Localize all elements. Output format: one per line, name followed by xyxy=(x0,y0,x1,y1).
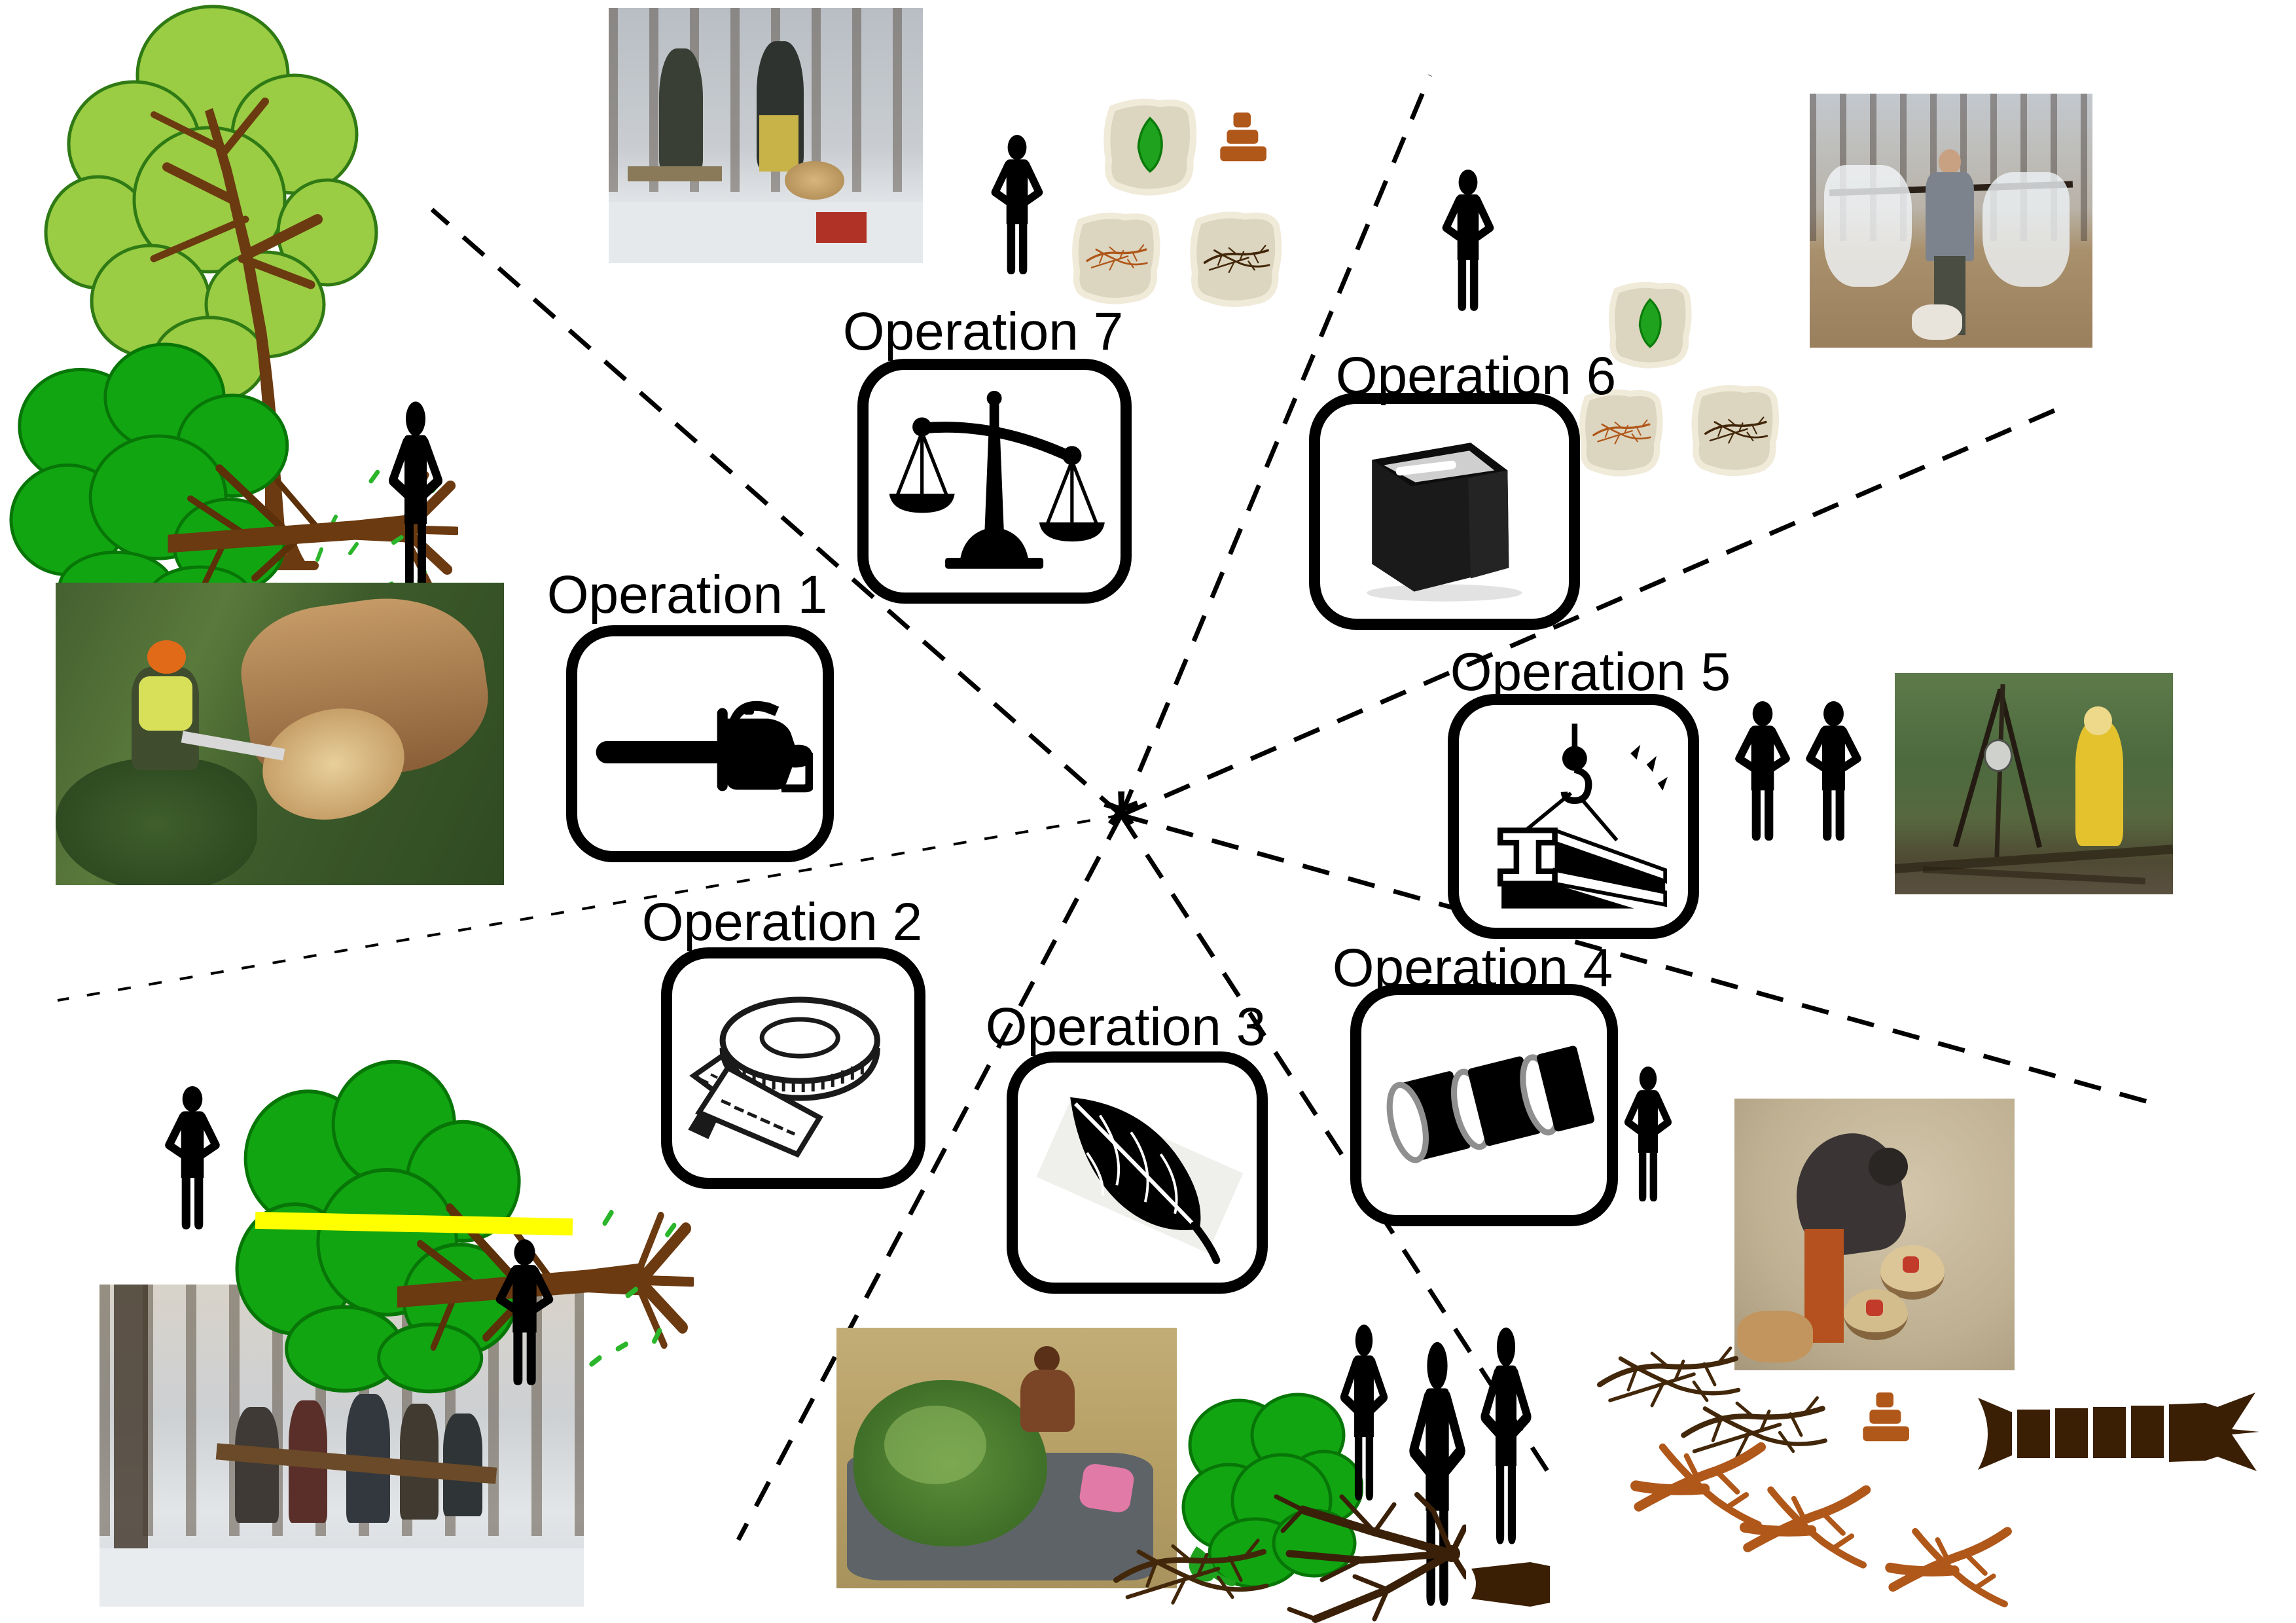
snow-ground xyxy=(99,1548,584,1607)
shopping-bag-icon xyxy=(1367,443,1522,602)
worker-silhouette xyxy=(1475,1326,1537,1552)
wood-disc-stack xyxy=(784,161,844,200)
sector-divider-line xyxy=(1119,814,1558,1486)
balance-scale-icon xyxy=(889,390,1105,569)
worker-pants-yellow xyxy=(759,115,799,172)
red-crate xyxy=(816,212,867,243)
plastic-bags xyxy=(1823,164,1912,287)
photo-carrying-sample-bags xyxy=(1810,94,2092,348)
crossed-branches-clipart xyxy=(1725,1478,1886,1577)
worker-hair xyxy=(1869,1147,1909,1186)
sector-divider-line xyxy=(1120,403,2066,818)
operation-1-label: Operation 1 xyxy=(547,565,828,625)
wood-billet-stack-clipart xyxy=(1859,1374,1912,1460)
sample-bag-twigs-clipart xyxy=(1070,206,1162,310)
hanging-scale xyxy=(1984,739,2013,773)
bench xyxy=(627,166,722,182)
twig-pile-clipart xyxy=(1105,1524,1275,1619)
pink-bag xyxy=(1078,1462,1136,1514)
hoisted-beam-icon xyxy=(1497,723,1668,909)
operation-2-label: Operation 2 xyxy=(641,892,923,952)
worker-silhouette xyxy=(383,401,448,600)
stump-mark xyxy=(1902,1256,1920,1273)
worker-helmet xyxy=(147,640,186,674)
photo-sorting-foliage xyxy=(836,1328,1177,1588)
worker-silhouette xyxy=(1335,1324,1393,1507)
foliage-blob xyxy=(56,757,258,885)
sample-bag-twigs-clipart xyxy=(1186,208,1285,310)
crossed-branches-clipart xyxy=(1869,1520,2029,1615)
operation-7-icon-box xyxy=(857,359,1132,604)
operation-1-icon-box xyxy=(566,625,834,862)
chainsaw-icon xyxy=(596,701,813,793)
photo-chainsaw-felling xyxy=(56,583,504,885)
worker-silhouette xyxy=(159,1085,226,1235)
worker-silhouette xyxy=(1619,1066,1677,1207)
person-torso xyxy=(1020,1369,1075,1432)
sector-divider-line xyxy=(736,814,1124,1541)
wood-billet-stack-clipart xyxy=(1216,94,1270,180)
worker-silhouette xyxy=(1800,701,1867,846)
photo-hanging-scale-tripod xyxy=(1895,673,2173,894)
worker-figure xyxy=(658,48,703,172)
raincoat-hood xyxy=(2084,706,2112,735)
worker-silhouette xyxy=(1729,701,1796,846)
man-sweater xyxy=(1926,172,1974,262)
photo-marked-stumps xyxy=(1734,1099,2015,1370)
worker-silhouette xyxy=(490,1239,560,1391)
leaf-icon xyxy=(1036,1097,1243,1265)
plastic-bags xyxy=(1982,172,2070,287)
segmented-log-clipart xyxy=(1978,1393,2259,1471)
stump-mark xyxy=(1866,1300,1883,1316)
operation-5-label: Operation 5 xyxy=(1450,642,1731,702)
operation-3-icon-box xyxy=(1007,1051,1268,1294)
measuring-tape-icon xyxy=(688,996,880,1158)
trunk-stub-clipart xyxy=(1471,1562,1550,1607)
white-sack xyxy=(1911,304,1963,340)
person-raincoat xyxy=(2075,721,2123,846)
operation-2-icon-box xyxy=(661,947,925,1189)
worker-silhouette xyxy=(986,134,1049,280)
operation-6-label: Operation 6 xyxy=(1335,346,1617,406)
sector-divider-line xyxy=(1121,812,2161,1108)
operation-3-label: Operation 3 xyxy=(985,997,1266,1057)
sample-bag-leaf-clipart xyxy=(1102,95,1198,198)
person-head xyxy=(1033,1345,1060,1372)
bare-branches-clipart xyxy=(1274,1492,1466,1623)
man-head xyxy=(1938,149,1962,175)
operation-4-icon-box xyxy=(1350,984,1618,1226)
operation-4-label: Operation 4 xyxy=(1332,938,1613,998)
worker-vest xyxy=(138,676,192,731)
operation-5-icon-box xyxy=(1448,694,1699,939)
snow-ground xyxy=(609,202,923,263)
sample-bag-twigs-clipart xyxy=(1686,382,1784,479)
sector-divider-line xyxy=(1119,74,1433,816)
operation-7-label: Operation 7 xyxy=(842,302,1124,361)
fallen-log xyxy=(1737,1310,1813,1362)
foliage-highlight xyxy=(884,1406,986,1484)
worker-silhouette xyxy=(1437,169,1499,316)
worker-figure xyxy=(235,1406,279,1523)
operation-6-icon-box xyxy=(1309,393,1580,630)
cut-logs-icon xyxy=(1386,1046,1595,1163)
sector-divider-line xyxy=(430,208,1123,817)
foreground-branches xyxy=(1922,866,2145,885)
center-asterisk: * xyxy=(1102,770,1141,880)
sector-divider-line xyxy=(57,814,1122,1002)
photo-weighing-wood-discs xyxy=(609,8,923,263)
